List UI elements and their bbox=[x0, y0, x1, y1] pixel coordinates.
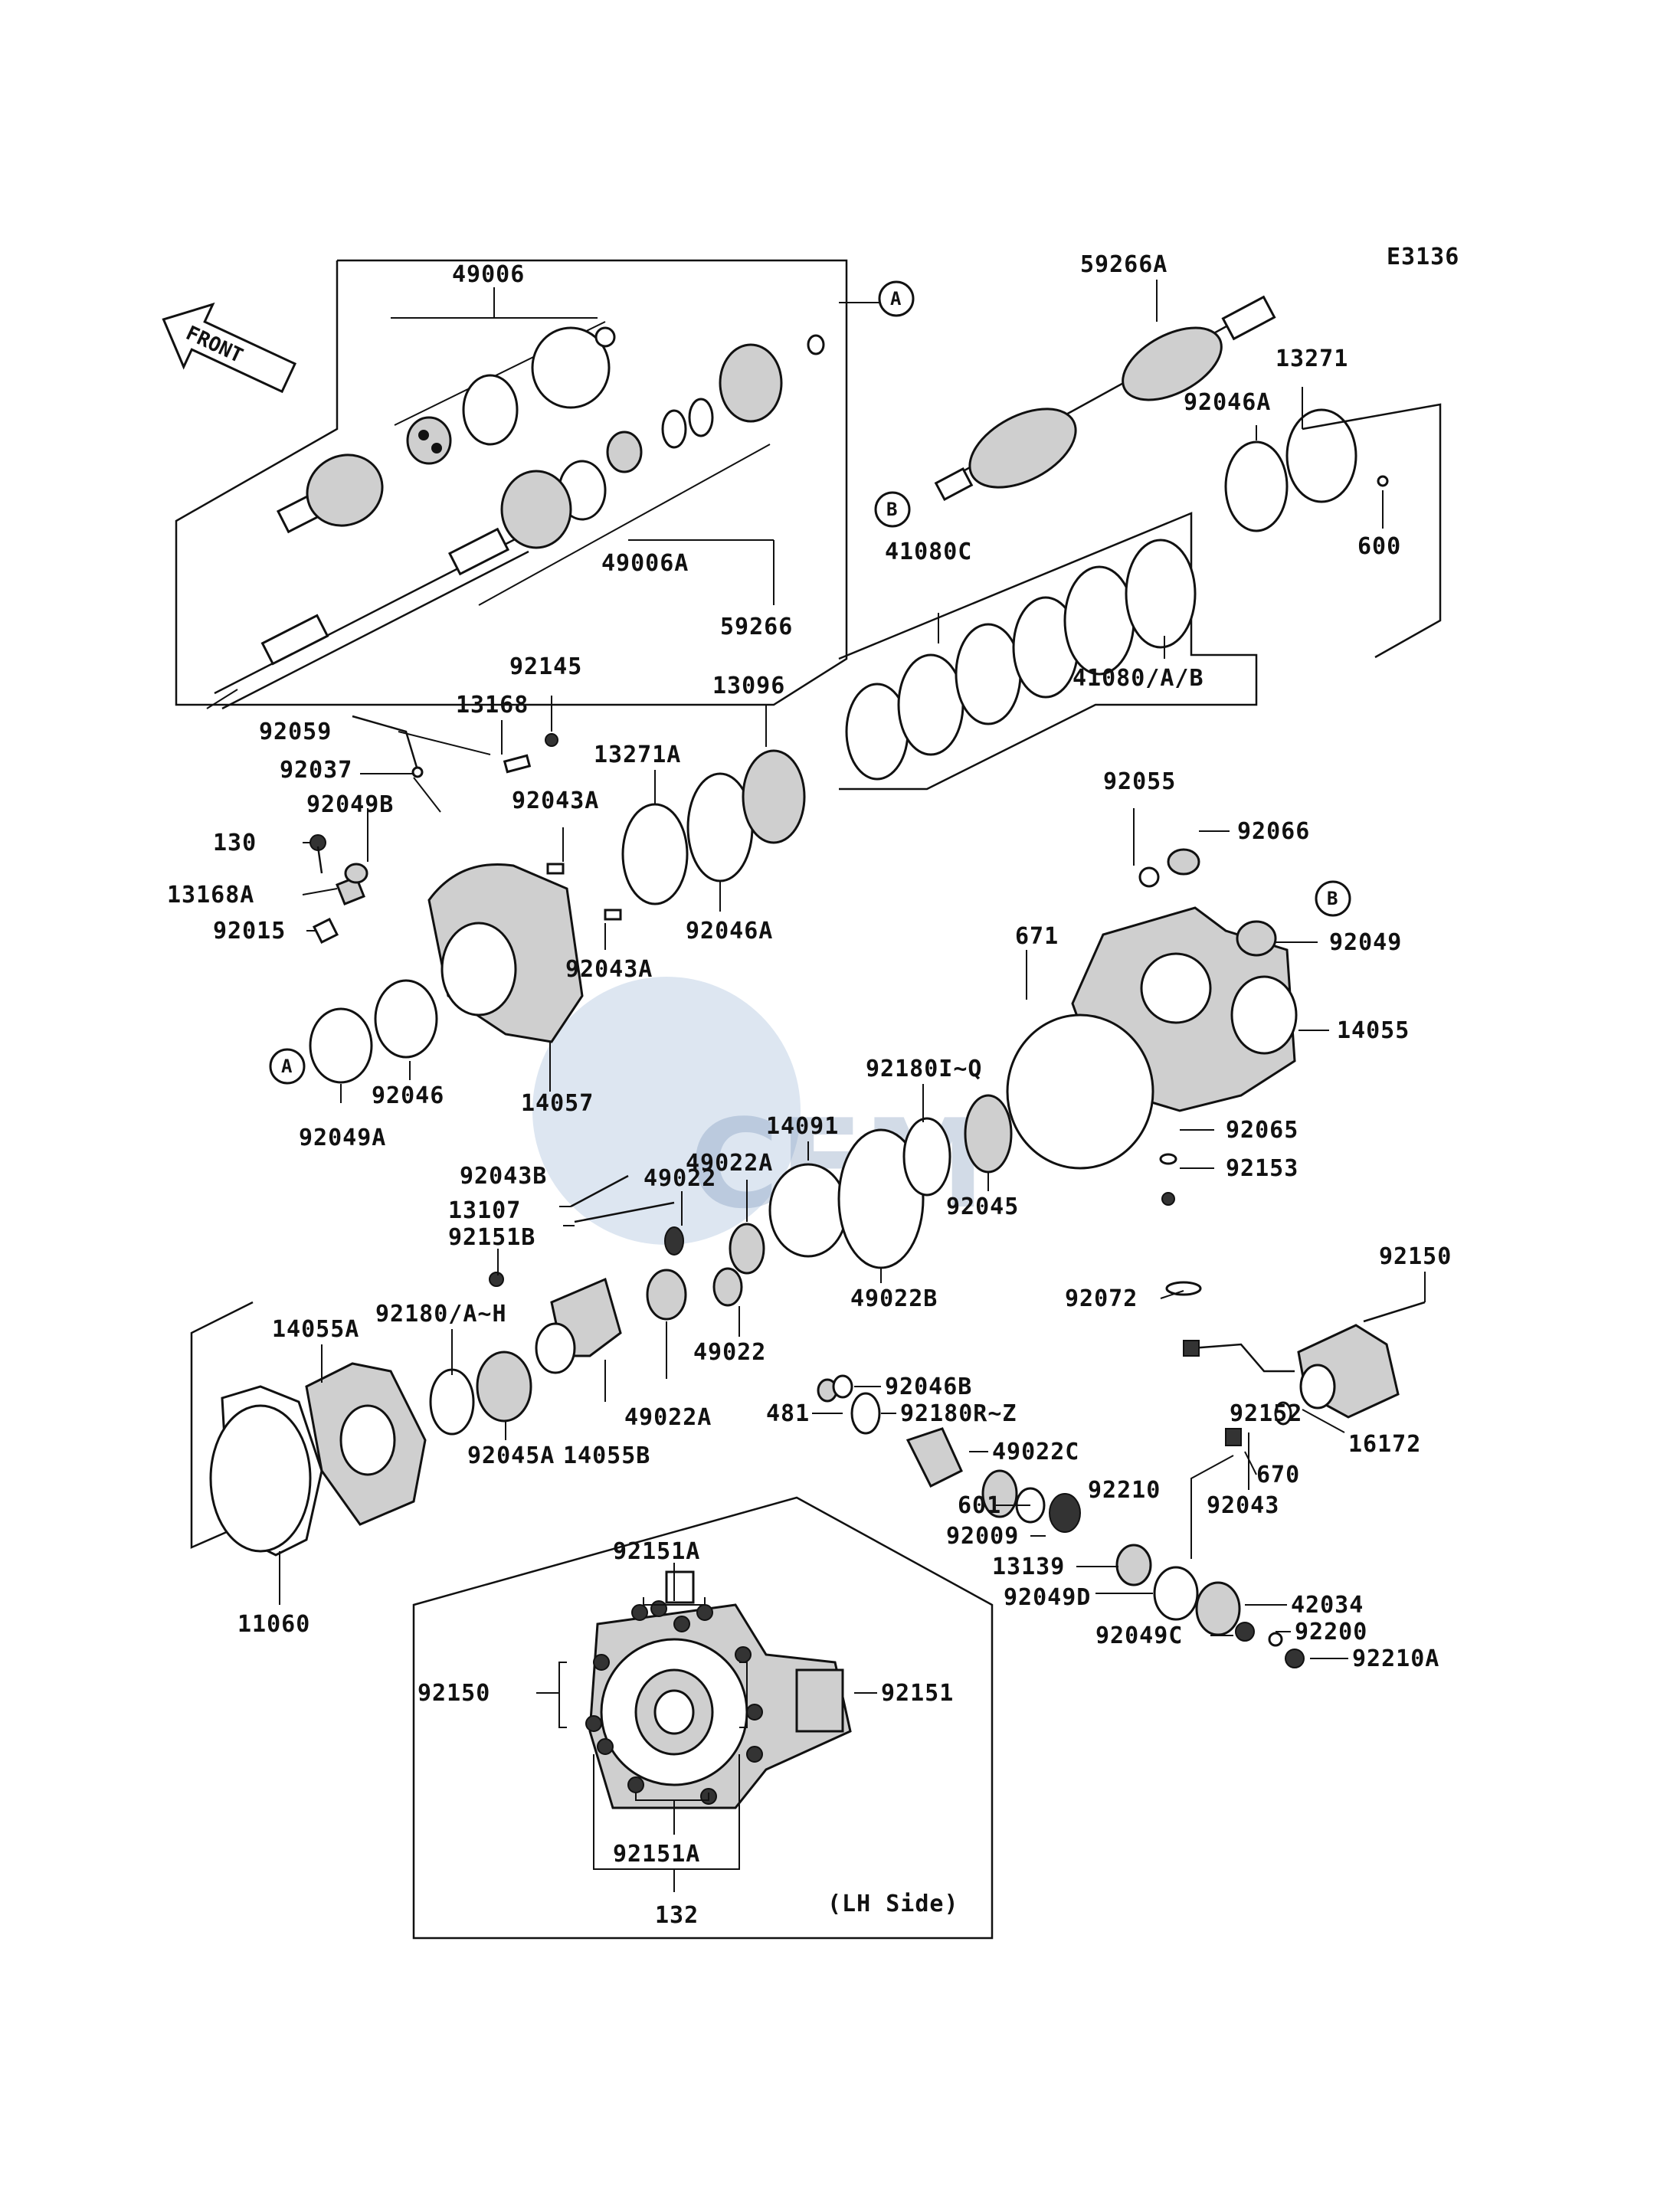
label-92180iq: 92180I~Q bbox=[866, 1056, 983, 1082]
label-13271: 13271 bbox=[1276, 345, 1348, 372]
label-92210: 92210 bbox=[1088, 1477, 1161, 1504]
label-92065: 92065 bbox=[1226, 1117, 1298, 1144]
label-49022-bot: 49022 bbox=[693, 1339, 766, 1366]
label-132: 132 bbox=[655, 1902, 699, 1929]
label-92151a-bot: 92151A bbox=[613, 1841, 700, 1868]
label-92180rz: 92180R~Z bbox=[900, 1400, 1017, 1427]
label-600: 600 bbox=[1357, 533, 1401, 560]
label-92046a-mid: 92046A bbox=[686, 918, 773, 945]
label-92046b: 92046B bbox=[885, 1374, 972, 1400]
label-14055b: 14055B bbox=[563, 1442, 650, 1469]
label-130: 130 bbox=[213, 830, 257, 856]
label-16172: 16172 bbox=[1348, 1431, 1421, 1458]
label-92037: 92037 bbox=[280, 757, 352, 784]
label-92151b: 92151B bbox=[448, 1224, 535, 1251]
label-92045a: 92045A bbox=[467, 1442, 555, 1469]
drive-shaft-59266a bbox=[934, 295, 1276, 502]
part-labels: 49006 49006A 59266 59266A 13271 92046A 6… bbox=[167, 251, 1452, 1929]
label-92151a-top: 92151A bbox=[613, 1538, 700, 1565]
label-92059: 92059 bbox=[259, 719, 332, 745]
label-92043: 92043 bbox=[1207, 1492, 1279, 1519]
label-49022-top: 49022 bbox=[644, 1165, 716, 1192]
label-13271a: 13271A bbox=[594, 742, 681, 768]
label-92145: 92145 bbox=[509, 653, 582, 680]
label-92043a-mid: 92043A bbox=[565, 956, 653, 983]
label-42034: 42034 bbox=[1291, 1592, 1364, 1619]
label-14057: 14057 bbox=[521, 1090, 594, 1117]
ref-marker-a-bottom: A bbox=[269, 1048, 306, 1085]
label-92049c: 92049C bbox=[1095, 1622, 1183, 1649]
label-13107: 13107 bbox=[448, 1197, 521, 1224]
front-housing-14057 bbox=[309, 715, 806, 1092]
label-59266: 59266 bbox=[720, 614, 793, 640]
label-92151-inset: 92151 bbox=[881, 1680, 954, 1707]
ref-marker-b-label: B bbox=[886, 499, 897, 520]
label-92049d: 92049D bbox=[1004, 1584, 1091, 1611]
label-670: 670 bbox=[1256, 1462, 1300, 1488]
label-92072: 92072 bbox=[1065, 1285, 1138, 1312]
actuator-16172 bbox=[1165, 1281, 1426, 1426]
label-92210a: 92210A bbox=[1352, 1645, 1439, 1672]
bearing-set-top-right bbox=[1224, 403, 1442, 659]
label-92015: 92015 bbox=[213, 918, 286, 945]
label-92066: 92066 bbox=[1237, 818, 1310, 845]
label-92043b: 92043B bbox=[460, 1163, 547, 1190]
label-14055: 14055 bbox=[1337, 1017, 1410, 1044]
ref-marker-a-label: A bbox=[890, 288, 902, 309]
label-13168a: 13168A bbox=[167, 882, 254, 909]
label-671: 671 bbox=[1015, 923, 1059, 950]
label-11060: 11060 bbox=[237, 1611, 310, 1638]
label-481: 481 bbox=[766, 1400, 810, 1427]
label-92046a-top: 92046A bbox=[1184, 389, 1271, 416]
front-housing-14055 bbox=[1006, 848, 1298, 1206]
label-92152: 92152 bbox=[1230, 1400, 1302, 1427]
label-41080c: 41080C bbox=[885, 539, 972, 565]
label-92049b: 92049B bbox=[306, 791, 394, 818]
ref-marker-b-housing: B bbox=[1315, 880, 1351, 917]
label-49022a-top: 49022A bbox=[686, 1150, 773, 1177]
label-92009: 92009 bbox=[946, 1523, 1019, 1550]
label-41080ab: 41080/A/B bbox=[1073, 665, 1204, 692]
inset-lh-side bbox=[412, 1496, 994, 1940]
diagram-code: E3136 bbox=[1387, 244, 1459, 270]
label-13096: 13096 bbox=[712, 673, 785, 699]
label-92153: 92153 bbox=[1226, 1155, 1298, 1182]
label-92046: 92046 bbox=[372, 1082, 444, 1109]
label-92049: 92049 bbox=[1329, 929, 1402, 956]
label-92200: 92200 bbox=[1295, 1619, 1367, 1645]
label-92180ah: 92180/A~H bbox=[375, 1301, 507, 1328]
ref-marker-b-label-2: B bbox=[1327, 888, 1338, 909]
front-drive-shaft-group bbox=[175, 259, 848, 710]
gasket-11060 bbox=[209, 1404, 312, 1605]
clutch-plates-group bbox=[838, 512, 1258, 791]
label-49022b: 49022B bbox=[850, 1285, 938, 1312]
label-92049a: 92049A bbox=[299, 1125, 386, 1151]
caption-lh-side: (LH Side) bbox=[827, 1891, 959, 1917]
label-92043a-top: 92043A bbox=[512, 787, 599, 814]
label-13168: 13168 bbox=[456, 692, 529, 719]
ref-marker-a-label-2: A bbox=[281, 1056, 293, 1077]
label-14091: 14091 bbox=[766, 1113, 839, 1140]
ref-marker-b-shaft: B bbox=[874, 491, 911, 528]
ref-marker-a-top: A bbox=[839, 280, 915, 317]
label-49022c: 49022C bbox=[992, 1439, 1079, 1465]
label-601: 601 bbox=[958, 1492, 1001, 1519]
label-92045: 92045 bbox=[946, 1193, 1019, 1220]
label-49006a: 49006A bbox=[601, 550, 689, 577]
differential-gears bbox=[429, 1094, 1013, 1436]
front-arrow-icon: FRONT bbox=[162, 302, 297, 394]
label-14055a: 14055A bbox=[272, 1316, 359, 1343]
label-92150-right: 92150 bbox=[1379, 1243, 1452, 1270]
label-13139: 13139 bbox=[992, 1554, 1065, 1580]
label-92150-inset: 92150 bbox=[418, 1680, 490, 1707]
label-49022a-bot: 49022A bbox=[624, 1404, 712, 1431]
label-49006: 49006 bbox=[452, 261, 525, 288]
leader-lines bbox=[302, 280, 1426, 1659]
label-92055: 92055 bbox=[1103, 768, 1176, 795]
label-59266a: 59266A bbox=[1080, 251, 1167, 278]
